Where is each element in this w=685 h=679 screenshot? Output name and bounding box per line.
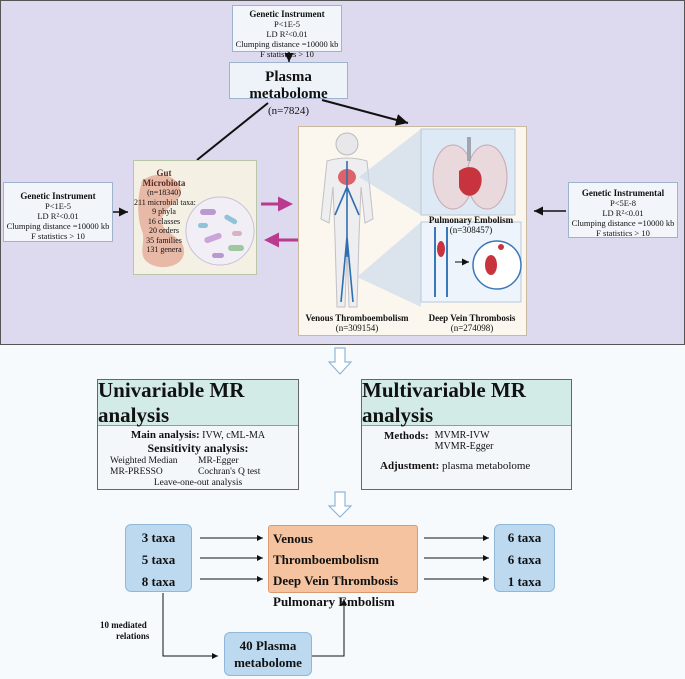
dvt-label: Deep Vein Thrombosis (n=274098): [428, 313, 516, 333]
microbiota-title: Gut Microbiota: [142, 168, 186, 188]
gut-microbiota-box: Gut Microbiota (n=18340) 211 microbial t…: [133, 160, 257, 275]
mediated-label: 10 mediated relations: [100, 620, 150, 641]
diseases-box: Venous Thromboembolism Deep Vein Thrombo…: [268, 525, 418, 609]
plasma-n: (n=7824): [267, 105, 310, 117]
hollow-arrow-1: [327, 347, 353, 375]
genetic-instrument-top: Genetic Instrument P<1E-5 LD R²<0.01 Clu…: [232, 5, 342, 59]
vte-label: Venous Thromboembolism (n=309154): [305, 313, 409, 333]
pe-label: Pulmonary Embolism (n=308457): [428, 215, 514, 235]
genetic-instrument-right: Genetic Instrumental P<5E-8 LD R²<0.01 C…: [568, 182, 678, 238]
right-taxa-box: 6 taxa 6 taxa 1 taxa: [494, 524, 555, 592]
plasma-metabolome-box: Plasma metabolome (n=7824): [229, 62, 348, 117]
microbiota-text: Gut Microbiota (n=18340) 211 microbial t…: [134, 168, 196, 254]
univariable-title: Univariable MR analysis: [98, 378, 298, 427]
genetic-instrument-left: Genetic Instrument P<1E-5 LD R²<0.01 Clu…: [3, 182, 113, 242]
body-illustration: [320, 128, 522, 308]
multivariable-title: Multivariable MR analysis: [362, 378, 571, 427]
univariable-mr-box: Univariable MR analysis Main analysis: I…: [97, 378, 299, 490]
arrow-plasma-to-outcomes: [321, 99, 409, 126]
arrow-microbiota-to-plasma: [196, 102, 269, 161]
plasma-title: Plasma metabolome: [249, 69, 328, 102]
hollow-arrow-2: [327, 491, 353, 518]
left-taxa-box: 3 taxa 5 taxa 8 taxa: [125, 524, 192, 592]
multivariable-mr-box: Multivariable MR analysis Methods: MVMR-…: [361, 378, 572, 490]
plasma-metabolome-bottom: 40 Plasma metabolome: [224, 632, 312, 676]
genetic-top-title: Genetic Instrument: [249, 9, 325, 19]
gut-illustration: [138, 174, 255, 268]
outcomes-box: Pulmonary Embolism (n=308457) Venous Thr…: [298, 126, 527, 336]
